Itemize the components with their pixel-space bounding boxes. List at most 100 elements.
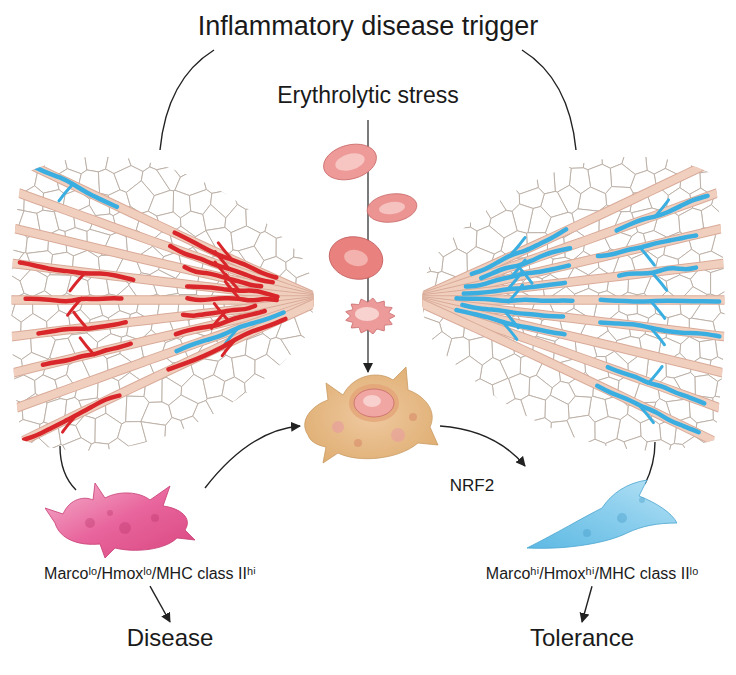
echinocyte-highlight xyxy=(355,307,379,321)
adipocyte xyxy=(399,166,437,192)
adipocyte xyxy=(206,396,234,422)
red-blood-cell xyxy=(365,191,418,226)
vessel-branch xyxy=(511,260,525,277)
adipocyte xyxy=(279,128,307,152)
tissue-left xyxy=(0,128,340,478)
adipocyte xyxy=(679,128,704,152)
adipocyte xyxy=(323,180,340,213)
adipocyte xyxy=(396,307,419,345)
adipocyte xyxy=(578,187,607,211)
vessel-branch xyxy=(511,238,525,255)
vessel-branch xyxy=(640,248,654,265)
adipocyte xyxy=(448,208,471,229)
vessel xyxy=(598,236,696,257)
vessel-branch xyxy=(655,200,669,217)
septum-edge xyxy=(414,150,736,300)
adipocyte xyxy=(319,348,340,387)
vessel xyxy=(619,268,696,276)
adipocyte xyxy=(302,337,332,368)
adipocyte xyxy=(492,128,519,149)
adipocyte xyxy=(150,437,173,478)
adipocyte xyxy=(203,375,225,399)
adipocyte xyxy=(208,150,235,173)
adipocyte xyxy=(396,224,418,259)
blue-macrophage xyxy=(527,478,677,558)
macrophage-engulfing xyxy=(305,367,438,463)
tissue-right xyxy=(396,128,736,478)
adipocyte xyxy=(243,167,266,191)
outcome-node: Tolerance xyxy=(526,624,638,653)
vessel-branch xyxy=(653,273,667,290)
septum xyxy=(0,300,322,452)
vessel xyxy=(15,155,117,207)
echinocyte-body xyxy=(346,298,395,334)
vessel-branch xyxy=(70,274,84,291)
adipocyte xyxy=(502,399,528,424)
red-blood-cell xyxy=(325,232,387,284)
macrophage-node: Marcoˡᵒ/Hmoxˡᵒ/MHC class IIʰⁱ xyxy=(40,478,260,583)
adipocyte xyxy=(141,422,166,445)
adipocyte xyxy=(396,262,420,295)
septum xyxy=(0,150,322,300)
leader-line xyxy=(60,446,76,490)
adipocyte xyxy=(509,128,535,154)
adipocyte xyxy=(108,438,135,478)
adipocyte xyxy=(148,190,173,216)
adipocyte xyxy=(450,440,481,478)
adipocyte xyxy=(309,293,340,320)
adipocyte xyxy=(453,186,481,210)
vessel-branch xyxy=(650,328,664,345)
echinocyte xyxy=(346,298,395,334)
adipocyte xyxy=(150,147,177,170)
marker-label: Marcoʰⁱ/Hmoxʰⁱ/MHC class IIˡᵒ xyxy=(482,564,702,583)
adipocyte xyxy=(315,272,340,300)
septum xyxy=(0,186,322,300)
adipocyte xyxy=(169,439,192,478)
adipocyte xyxy=(203,204,226,230)
adipocyte xyxy=(63,438,92,474)
vessel-branch xyxy=(63,415,77,432)
adipocyte xyxy=(310,204,340,230)
adipocyte xyxy=(444,171,471,191)
adipocyte xyxy=(699,339,717,360)
adipocyte xyxy=(428,332,451,360)
adipocyte xyxy=(14,128,34,158)
adipocyte xyxy=(294,358,321,385)
vessel xyxy=(26,298,122,301)
adipocyte xyxy=(719,164,736,196)
marker-label: Marcoˡᵒ/Hmoxˡᵒ/MHC class IIʰⁱ xyxy=(40,564,260,583)
adipocyte xyxy=(272,442,294,478)
adipocyte xyxy=(495,166,519,187)
adipocyte xyxy=(305,128,340,148)
vessel-branch xyxy=(74,312,88,329)
adipocyte xyxy=(709,437,736,478)
adipocyte xyxy=(69,128,99,155)
adipocyte xyxy=(129,442,154,478)
adipocyte xyxy=(396,251,431,275)
adipocyte xyxy=(707,142,736,172)
adipocyte xyxy=(287,378,306,401)
adipocyte xyxy=(316,314,340,349)
septa xyxy=(0,150,322,452)
adipocyte xyxy=(398,333,430,357)
cell-spot xyxy=(639,497,645,503)
cell-spot xyxy=(119,522,131,534)
adipocyte xyxy=(269,374,289,402)
flow-arrow xyxy=(440,426,525,466)
vessel xyxy=(168,319,285,369)
septum-edge xyxy=(0,225,322,300)
septum xyxy=(414,262,736,300)
adipocyte xyxy=(578,439,611,478)
adipocyte xyxy=(695,375,718,398)
vessel-branch xyxy=(639,406,653,423)
adipocyte xyxy=(425,375,450,401)
adipocyte xyxy=(416,354,438,381)
adipocyte xyxy=(421,128,446,147)
adipocyte xyxy=(465,128,493,151)
septum-edge xyxy=(414,300,736,376)
adipocyte xyxy=(247,400,278,427)
adipocyte xyxy=(417,226,436,252)
adipocyte xyxy=(297,185,324,211)
adipocyte xyxy=(415,192,439,218)
outcome-label: Tolerance xyxy=(526,624,638,653)
